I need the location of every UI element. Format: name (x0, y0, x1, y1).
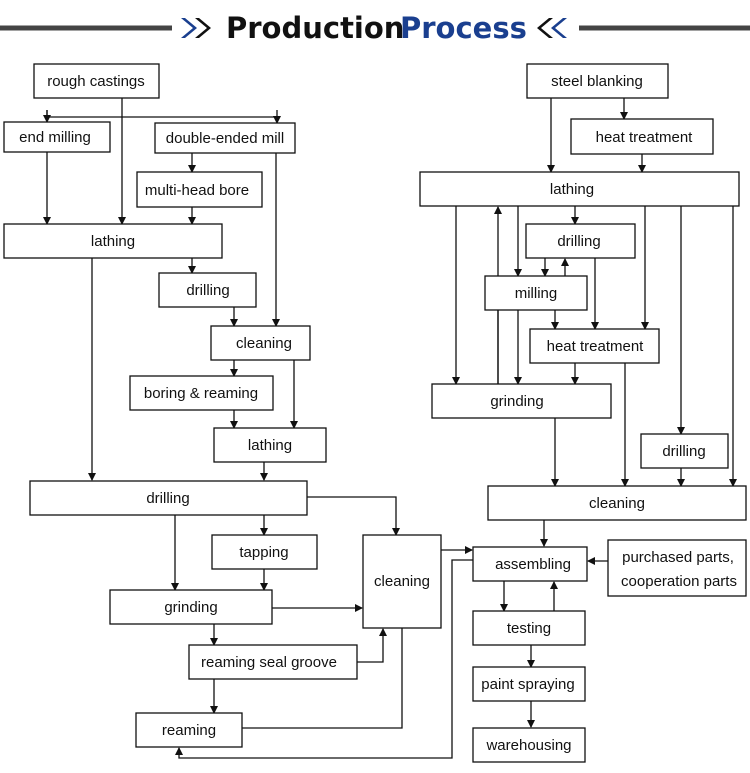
node-purchased-parts: purchased parts, cooperation parts (607, 539, 747, 597)
node-cleaning-a: cleaning (210, 325, 311, 361)
node-multi-head-bore: multi-head bore (136, 171, 263, 208)
title-word-production: Production (226, 11, 404, 45)
node-label: reaming seal groove (201, 654, 337, 671)
edge-drilling-b-to-cleaning-b (307, 496, 400, 536)
node-steel-blanking: steel blanking (526, 63, 669, 99)
node-label: end milling (19, 129, 91, 146)
node-reaming-seal-groove: reaming seal groove (188, 644, 358, 680)
node-label: steel blanking (551, 73, 643, 90)
node-label: boring & reaming (144, 385, 258, 402)
node-label-line1: purchased parts, (622, 549, 734, 566)
node-label: multi-head bore (145, 182, 249, 199)
node-assembling: assembling (472, 546, 588, 582)
node-grinding-b: grinding (431, 383, 612, 419)
node-label: assembling (495, 556, 571, 573)
node-cleaning-c: cleaning (487, 485, 747, 521)
title-banner: Production Process (0, 11, 750, 45)
node-label: lathing (248, 437, 292, 454)
node-label: double-ended mill (166, 130, 284, 147)
edges (43, 98, 737, 759)
node-label: warehousing (485, 737, 571, 754)
node-label: lathing (550, 181, 594, 198)
node-boring-reaming: boring & reaming (129, 375, 274, 411)
node-tapping: tapping (211, 534, 318, 570)
node-cleaning-b: cleaning (362, 534, 442, 629)
node-rough-castings: rough castings (33, 63, 160, 99)
node-label: drilling (557, 233, 600, 250)
edge-reaming-seal-to-cleaning-b (357, 628, 387, 663)
node-drilling-c: drilling (525, 223, 636, 259)
node-end-milling: end milling (3, 121, 111, 153)
node-label: paint spraying (481, 676, 574, 693)
node-drilling-a: drilling (158, 272, 257, 308)
node-label: milling (515, 285, 558, 302)
node-label: testing (507, 620, 551, 637)
node-lathing-b: lathing (213, 427, 327, 463)
edge-assembling-to-reaming (175, 559, 473, 759)
node-label-line2: cooperation parts (621, 573, 737, 590)
node-label: rough castings (47, 73, 145, 90)
node-grinding-a: grinding (109, 589, 273, 625)
node-heat-treatment-b: heat treatment (529, 328, 660, 364)
chevron-right-icon (181, 18, 211, 38)
node-label: grinding (164, 599, 217, 616)
title-word-process: Process (400, 11, 527, 45)
node-label: heat treatment (547, 338, 645, 355)
node-heat-treatment-a: heat treatment (570, 118, 714, 155)
node-label: cleaning (589, 495, 645, 512)
node-label: drilling (186, 282, 229, 299)
node-double-ended-mill: double-ended mill (154, 122, 296, 154)
node-label: cleaning (374, 573, 430, 590)
node-milling: milling (484, 275, 588, 311)
edge-reaming-to-cleaning-b (242, 628, 403, 729)
node-paint-spraying: paint spraying (472, 666, 586, 702)
node-lathing-a: lathing (3, 223, 223, 259)
edge-rough-castings-split (46, 110, 277, 118)
node-label: lathing (91, 233, 135, 250)
node-drilling-b: drilling (29, 480, 308, 516)
node-label: drilling (146, 490, 189, 507)
node-label: grinding (490, 393, 543, 410)
node-label: reaming (162, 722, 216, 739)
node-label: drilling (662, 443, 705, 460)
node-testing: testing (472, 610, 586, 646)
chevron-left-icon (537, 18, 567, 38)
node-label: cleaning (236, 335, 292, 352)
node-drilling-d: drilling (640, 433, 729, 469)
node-reaming: reaming (135, 712, 243, 748)
node-lathing-c: lathing (419, 171, 740, 207)
node-label: tapping (239, 544, 288, 561)
node-label: heat treatment (596, 129, 694, 146)
node-warehousing: warehousing (472, 727, 586, 763)
